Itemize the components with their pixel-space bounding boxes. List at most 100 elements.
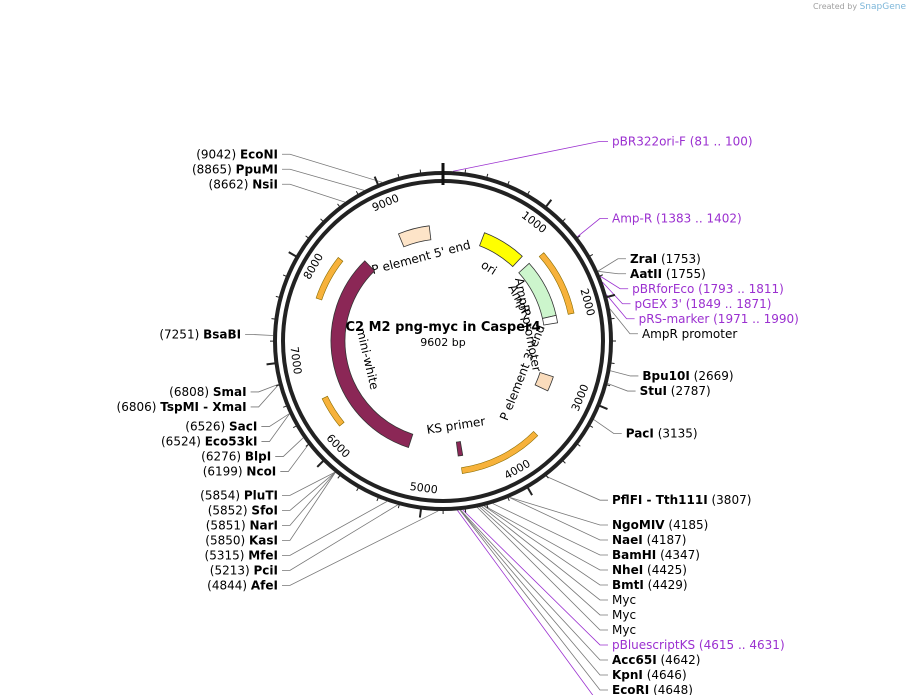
- leader-line: [282, 472, 336, 541]
- bp-tick: [485, 173, 489, 179]
- primer-amp-r[interactable]: Amp-R (1383 .. 1402): [612, 211, 742, 225]
- mini-white-feature[interactable]: [330, 260, 414, 449]
- ori-label: ori: [479, 258, 500, 278]
- enzyme-site-nhei[interactable]: NheI (4425): [612, 563, 687, 577]
- enzyme-name: AatII: [630, 267, 662, 281]
- enzyme-site-tspmi-xmai[interactable]: (6806) TspMI - XmaI: [117, 400, 247, 414]
- enzyme-name: NcoI: [246, 465, 276, 479]
- bp-tick: [575, 235, 581, 240]
- enzyme-name: MfeI: [248, 548, 278, 562]
- bp-tick: [576, 442, 581, 447]
- leader-line: [481, 506, 608, 601]
- enzyme-position: (5850): [205, 533, 249, 547]
- leader-line: [577, 217, 608, 238]
- enzyme-site-pcii[interactable]: (5213) PciI: [210, 563, 278, 577]
- enzyme-site-zrai[interactable]: ZraI (1753): [630, 252, 701, 266]
- enzyme-site-pluti[interactable]: (5854) PluTI: [200, 488, 278, 502]
- enzyme-site-blpi-text: (6276) BlpI: [201, 450, 271, 464]
- bp-tick: [320, 218, 325, 223]
- enzyme-site-naei[interactable]: NaeI (4187): [612, 533, 686, 547]
- enzyme-site-bmti[interactable]: BmtI (4429): [612, 578, 688, 592]
- leader-line: [459, 509, 608, 676]
- enzyme-position: (6199): [203, 465, 247, 479]
- boxed-label-myc-3[interactable]: Myc: [612, 608, 636, 622]
- P-element-5-end-label: P element 5' end: [370, 238, 472, 277]
- bp-tick: [609, 362, 615, 365]
- bp-tick: [282, 274, 288, 278]
- primer-pbr322ori-f[interactable]: pBR322ori-F (81 .. 100): [612, 134, 753, 148]
- enzyme-site-bpu10i[interactable]: Bpu10I (2669): [642, 369, 733, 383]
- enzyme-site-pflfi-tth111i[interactable]: PflFI - Tth111I (3807): [612, 493, 751, 507]
- boxed-label-myc-4[interactable]: Myc: [612, 623, 636, 637]
- enzyme-site-ppumi[interactable]: (8865) PpuMI: [192, 162, 278, 176]
- enzyme-site-bamhi[interactable]: BamHI (4347): [612, 548, 700, 562]
- enzyme-site-smai[interactable]: (6808) SmaI: [169, 385, 246, 399]
- enzyme-position: (5851): [206, 518, 250, 532]
- enzyme-name: PacI: [626, 426, 654, 440]
- enzyme-site-saci[interactable]: (6526) SacI: [185, 420, 257, 434]
- bp-tick: [464, 507, 467, 513]
- enzyme-site-tspmi-xmai-text: (6806) TspMI - XmaI: [117, 400, 247, 414]
- bp-tick: [397, 173, 400, 179]
- enzyme-site-bsabi[interactable]: (7251) BsaBI: [159, 328, 241, 342]
- leader-line: [610, 370, 639, 377]
- AmpR-promoter-feature-feature[interactable]: [542, 314, 559, 326]
- enzyme-site-paci[interactable]: PacI (3135): [626, 426, 698, 440]
- leader-line: [545, 475, 608, 501]
- enzyme-site-blpi[interactable]: (6276) BlpI: [201, 450, 271, 464]
- bp-tick: [506, 495, 510, 501]
- leader-line: [282, 504, 398, 571]
- leader-line: [250, 384, 279, 408]
- enzyme-site-afei[interactable]: (4844) AfeI: [207, 578, 278, 592]
- leader-line: [457, 510, 594, 695]
- primer-pbluescriptks[interactable]: pBluescriptKS (4615 .. 4631): [612, 638, 785, 652]
- enzyme-site-mfei[interactable]: (5315) MfeI: [205, 548, 278, 562]
- enzyme-site-stui[interactable]: StuI (2787): [640, 384, 711, 398]
- boxed-label-myc-2[interactable]: Myc: [612, 593, 636, 607]
- KS-primer-feature[interactable]: [455, 441, 464, 457]
- bp-tick: [526, 190, 530, 196]
- leader-line: [509, 497, 608, 541]
- enzyme-site-acc65i[interactable]: Acc65I (4642): [612, 653, 700, 667]
- enzyme-site-nsii[interactable]: (8662) NsiI: [209, 177, 278, 191]
- bp-tick: [376, 496, 380, 502]
- enzyme-site-aatii[interactable]: AatII (1755): [630, 267, 706, 281]
- enzyme-site-naei-text: NaeI (4187): [612, 533, 686, 547]
- enzyme-site-sfoi[interactable]: (5852) SfoI: [208, 503, 278, 517]
- primer-prs-marker-text: pRS-marker (1971 .. 1990): [639, 312, 799, 326]
- leader-line: [459, 509, 608, 691]
- enzyme-position: (6526): [185, 420, 229, 434]
- enzyme-site-kpni[interactable]: KpnI (4646): [612, 668, 687, 682]
- enzyme-site-econi[interactable]: (9042) EcoNI: [196, 147, 278, 161]
- bp-tick: [355, 191, 360, 196]
- enzyme-name: NheI: [612, 563, 643, 577]
- enzyme-position: (6524): [161, 435, 205, 449]
- primer-pgex-3[interactable]: pGEX 3' (1849 .. 1871): [634, 297, 771, 311]
- ori-feature[interactable]: [479, 232, 523, 268]
- primer-pbrforeco[interactable]: pBRforEco (1793 .. 1811): [632, 282, 784, 296]
- P-element-5-end-feature[interactable]: [397, 225, 432, 248]
- bp-tick: [305, 442, 311, 447]
- enzyme-site-pluti-text: (5854) PluTI: [200, 488, 278, 502]
- enzyme-name: StuI: [640, 384, 667, 398]
- P-element-3-end-feature[interactable]: [534, 371, 554, 392]
- enzyme-site-ecori-text: EcoRI (4648): [612, 683, 693, 695]
- enzyme-site-eco53ki[interactable]: (6524) Eco53kI: [161, 435, 257, 449]
- enzyme-site-ngomiv[interactable]: NgoMIV (4185): [612, 518, 708, 532]
- primer-name: pBR322ori-F: [612, 134, 686, 148]
- enzyme-site-ncoi[interactable]: (6199) NcoI: [203, 465, 277, 479]
- enzyme-position: (2787): [667, 384, 711, 398]
- enzyme-site-kasi[interactable]: (5850) KasI: [205, 533, 278, 547]
- bp-tick: [588, 254, 594, 258]
- bp-tick: [544, 199, 553, 209]
- primer-prs-marker[interactable]: pRS-marker (1971 .. 1990): [639, 312, 799, 326]
- bp-tick: [419, 169, 422, 175]
- boxed-label-ampr-promoter-1[interactable]: AmpR promoter: [642, 327, 737, 341]
- enzyme-site-ecori[interactable]: EcoRI (4648): [612, 683, 693, 695]
- KS-primer-label: KS primer: [426, 414, 487, 437]
- bp-tick: [544, 473, 549, 479]
- primer-range: (1793 .. 1811): [694, 282, 784, 296]
- labels: (9042) EcoNI(8865) PpuMI(8662) NsiI (7251…: [117, 134, 799, 695]
- enzyme-site-ppumi-text: (8865) PpuMI: [192, 162, 278, 176]
- enzyme-site-nari[interactable]: (5851) NarI: [206, 518, 278, 532]
